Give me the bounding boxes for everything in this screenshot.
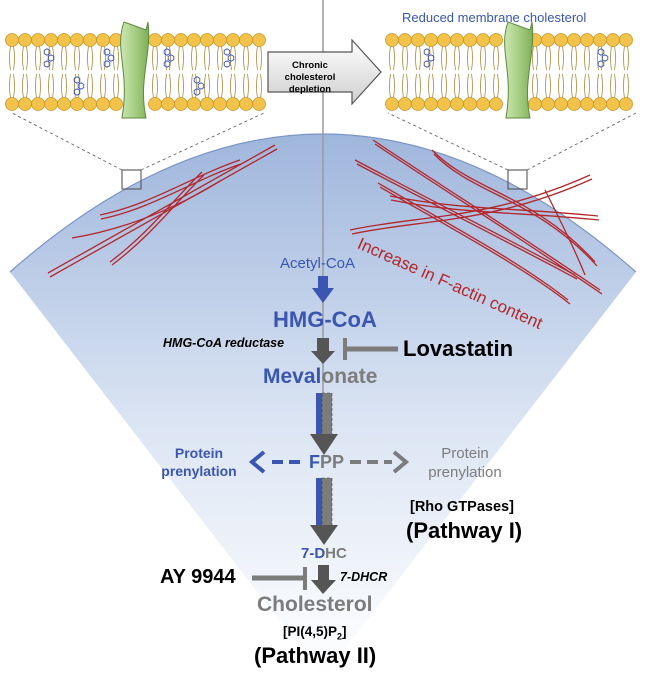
zoom-box-left	[121, 169, 142, 190]
7dhcr-label: 7-DHCR	[340, 570, 388, 584]
membrane-left	[5, 21, 266, 119]
cholesterol-label: Cholesterol	[257, 593, 373, 616]
prenylation-right-line2: prenylation	[428, 464, 502, 481]
fpp-label: FPP	[309, 453, 344, 471]
prenylation-left-line1: Protein	[174, 445, 224, 461]
mevalonate-label: Mevalonate	[263, 366, 377, 387]
cholesterol-molecule	[597, 48, 609, 68]
protein-prenylation-left: Protein prenylation	[150, 444, 248, 480]
actin-filaments-left	[47, 144, 278, 278]
prenylation-right-line1: Protein	[441, 445, 489, 462]
cholesterol-molecule	[43, 48, 55, 68]
membranes	[5, 21, 633, 119]
zoom-box-right	[507, 169, 528, 190]
pip2-label: [PI(4,5)P2]	[283, 625, 347, 642]
pip2-text: [PI(4,5)P	[283, 624, 338, 639]
zoom-connector	[387, 112, 509, 171]
cholesterol-molecule	[193, 76, 205, 96]
fpp-grey-part: PP	[320, 452, 345, 472]
cholesterol-molecule	[103, 48, 115, 68]
zoom-connector	[11, 112, 123, 171]
fpp-blue-part: F	[309, 452, 320, 472]
7dhc-label: 7-DHC	[301, 546, 347, 561]
7dhc-blue-part: 7-D	[301, 545, 326, 562]
depletion-arrow-label: Chronic cholesterol depletion	[284, 60, 336, 95]
rho-gtpases-label: [Rho GTPases]	[410, 499, 514, 515]
depletion-arrow	[267, 38, 382, 106]
arrow-fpp-to-7dhc	[310, 525, 338, 545]
arrow-mevalonate-to-fpp	[310, 434, 338, 455]
pathway-2-label: (Pathway II)	[254, 643, 377, 668]
cholesterol-molecule	[163, 48, 175, 68]
actin-filaments-right	[349, 139, 603, 305]
hmg-coa-reductase-label: HMG-CoA reductase	[163, 336, 285, 350]
zoom-connector	[140, 112, 265, 171]
zoom-connector	[526, 112, 637, 171]
prenylation-left-line2: prenylation	[161, 463, 237, 479]
arrow-hmg-to-mevalonate	[317, 338, 329, 352]
pip2-close: ]	[342, 624, 347, 639]
mevalonate-blue-part: Meval	[263, 365, 322, 388]
ay9944-label: AY 9944	[160, 566, 236, 588]
membrane-channel-protein	[504, 21, 534, 119]
acetyl-coa-label: Acetyl-CoA	[280, 255, 356, 272]
7dhc-grey-part: HC	[325, 545, 347, 562]
pathway-1-label: (Pathway I)	[406, 518, 523, 543]
mevalonate-grey-part: onate	[321, 365, 378, 388]
protein-prenylation-right: Protein prenylation	[413, 444, 517, 482]
reduced-cholesterol-caption: Reduced membrane cholesterol	[402, 10, 587, 25]
membrane-right	[385, 21, 633, 119]
pathway-arrows	[248, 276, 410, 594]
membrane-channel-protein	[120, 21, 150, 119]
cholesterol-molecule	[73, 76, 85, 96]
pip2-subscript: 2	[337, 631, 343, 642]
hmg-coa-label: HMG-CoA	[273, 307, 377, 332]
arrow-acetyl-to-hmg	[318, 276, 328, 289]
arrow-7dhc-to-cholesterol	[318, 565, 329, 581]
lovastatin-label: Lovastatin	[403, 336, 514, 361]
cholesterol-molecule	[223, 48, 235, 68]
cholesterol-molecule	[423, 48, 435, 68]
